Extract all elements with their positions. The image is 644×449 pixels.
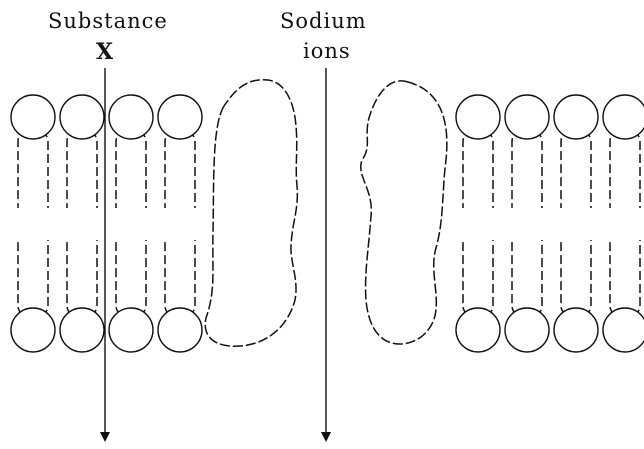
bottom-heads <box>11 308 644 352</box>
substance-x-label: X <box>96 39 113 65</box>
phospholipid-head <box>109 308 153 352</box>
channel-protein-left <box>205 80 297 346</box>
phospholipid-head <box>554 95 598 139</box>
phospholipid-head <box>158 308 202 352</box>
phospholipid-head <box>109 95 153 139</box>
ions-label: ions <box>303 39 351 63</box>
phospholipid-head <box>11 308 55 352</box>
channel-protein-right <box>361 81 447 344</box>
sodium-label: Sodium <box>280 9 367 33</box>
bilayer-midline-gap <box>455 208 644 240</box>
phospholipid-head <box>456 308 500 352</box>
phospholipid-head <box>505 95 549 139</box>
phospholipid-head <box>60 308 104 352</box>
phospholipid-head <box>11 95 55 139</box>
phospholipid-head <box>456 95 500 139</box>
phospholipid-head <box>603 308 644 352</box>
phospholipid-head <box>158 95 202 139</box>
arrow-head <box>321 432 331 442</box>
phospholipid-head <box>60 95 104 139</box>
phospholipid-head <box>505 308 549 352</box>
top-heads <box>11 95 644 139</box>
substance-label: Substance <box>48 9 168 33</box>
arrow-head <box>100 432 110 442</box>
phospholipid-head <box>603 95 644 139</box>
phospholipid-head <box>554 308 598 352</box>
sodium-ions-arrow <box>321 68 331 442</box>
